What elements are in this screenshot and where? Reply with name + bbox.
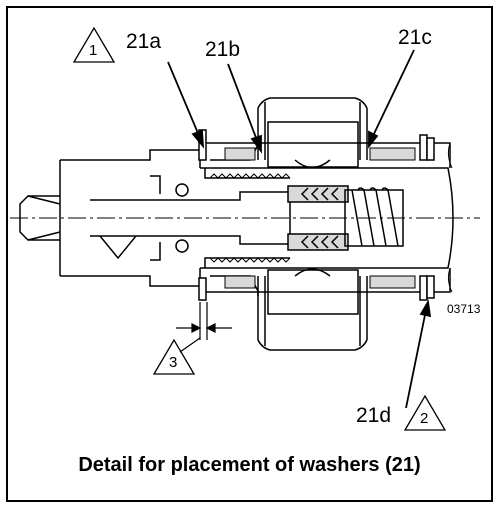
packing-seals: [287, 185, 349, 251]
callout-21a: 21a: [126, 30, 162, 53]
washer-21c: [369, 147, 416, 289]
note-2-number: 2: [420, 410, 429, 427]
gap-dimension: [176, 302, 232, 353]
note-1-number: 1: [89, 42, 98, 59]
note-1-triangle: [72, 26, 116, 63]
wheel-housing: [257, 97, 368, 351]
diagram-caption: Detail for placement of washers (21): [78, 454, 421, 476]
washer-21d: [419, 134, 435, 301]
leader-21b: [227, 63, 259, 144]
leader-21a: [167, 61, 201, 139]
drawing-number: 03713: [447, 302, 481, 316]
note-3-triangle: [152, 338, 196, 375]
axle: [59, 149, 291, 287]
callout-21d: 21d: [356, 404, 392, 427]
note-2-triangle: [403, 394, 447, 431]
spring: [344, 187, 404, 247]
leader-21d: [405, 309, 427, 409]
nozzle-tip: [19, 195, 61, 241]
note-3-number: 3: [169, 354, 178, 371]
callout-21c: 21c: [398, 26, 432, 49]
leader-21c: [371, 49, 415, 139]
callout-21b: 21b: [205, 38, 241, 61]
